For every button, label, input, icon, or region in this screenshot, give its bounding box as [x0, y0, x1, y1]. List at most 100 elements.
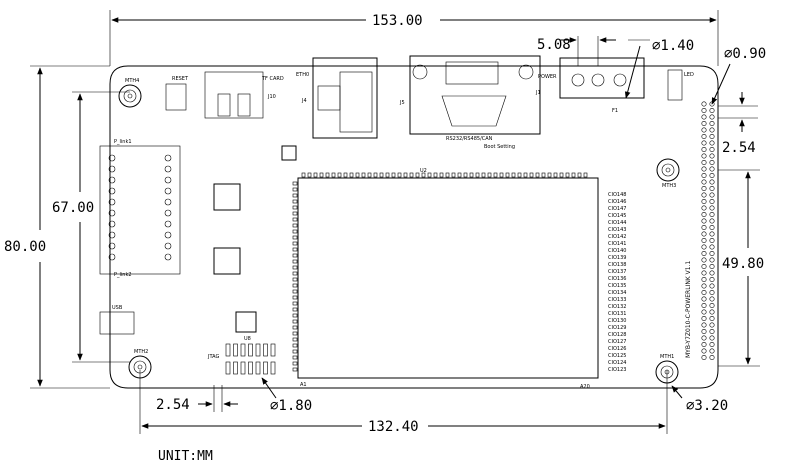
- gpio-label: CIO141: [608, 241, 626, 247]
- header-pin: [701, 179, 707, 185]
- som-pad: [292, 205, 298, 210]
- som-pad: [292, 349, 298, 354]
- dim-hole-140: ∅1.40: [652, 38, 694, 54]
- header-pin: [701, 186, 707, 192]
- som-pad: [292, 223, 298, 228]
- header-pin: [701, 127, 707, 133]
- header-pin: [701, 231, 707, 237]
- header-pin: [701, 302, 707, 308]
- som-pad: [292, 271, 298, 276]
- reset-button: RESET: [165, 76, 189, 111]
- som-pad: [445, 172, 450, 178]
- gpio-label: CIO139: [608, 255, 626, 261]
- gpio-label: CIO148: [608, 192, 626, 198]
- gpio-label: CIO126: [608, 346, 626, 352]
- gpio-label: CIO138: [608, 262, 626, 268]
- svg-text:A20: A20: [580, 384, 590, 390]
- som-pad: [292, 319, 298, 324]
- gpio-label: CIO128: [608, 332, 626, 338]
- som-pad: [292, 355, 298, 360]
- header-pin: [709, 341, 715, 347]
- dim-hole-320: ∅3.20: [686, 398, 728, 414]
- som-pad: [292, 307, 298, 312]
- p-link-pin: [108, 187, 116, 195]
- som-pad: [292, 283, 298, 288]
- header-pin: [701, 283, 707, 289]
- header-pin: [709, 231, 715, 237]
- dim-height-inner: 67.00: [52, 200, 94, 216]
- jtag-header: JTAG: [207, 354, 219, 360]
- dim-hole-180: ∅1.80: [270, 398, 312, 414]
- som-pad: [292, 259, 298, 264]
- gpio-label: CIO144: [608, 220, 626, 226]
- gpio-label: CIO135: [608, 283, 626, 289]
- svg-text:MTH1: MTH1: [660, 354, 674, 360]
- gpio-label: CIO145: [608, 213, 626, 219]
- jtag-pin: [263, 343, 268, 357]
- som-pad: [379, 172, 384, 178]
- p-link-pin: [164, 242, 172, 250]
- header-pin: [709, 354, 715, 360]
- p-link-pin: [108, 154, 116, 162]
- svg-text:J5: J5: [399, 100, 405, 106]
- p-link-pin: [108, 209, 116, 217]
- som-pad: [355, 172, 360, 178]
- svg-text:J1: J1: [535, 90, 541, 96]
- som-pad: [292, 343, 298, 348]
- header-pin: [709, 108, 715, 114]
- header-pin: [709, 127, 715, 133]
- som-pad: [367, 172, 372, 178]
- chip-phy-1: [213, 183, 241, 211]
- p-link-pin: [108, 165, 116, 173]
- header-pin: [709, 166, 715, 172]
- jtag-pin: [248, 343, 253, 357]
- som-pad: [313, 172, 318, 178]
- svg-text:TF CARD: TF CARD: [261, 76, 284, 82]
- header-pin: [701, 192, 707, 198]
- gpio-label: CIO137: [608, 269, 626, 275]
- som-pad: [292, 241, 298, 246]
- board-outline: [109, 65, 719, 389]
- header-pin: [701, 114, 707, 120]
- svg-text:POWER: POWER: [538, 74, 557, 80]
- som-pad: [307, 172, 312, 178]
- som-pad: [457, 172, 462, 178]
- som-pad: [469, 172, 474, 178]
- som-pad: [415, 172, 420, 178]
- mounting-hole-mth3: MTH3: [656, 158, 680, 189]
- header-pin: [709, 186, 715, 192]
- header-pin: [709, 244, 715, 250]
- som-pad: [565, 172, 570, 178]
- header-pin: [701, 238, 707, 244]
- header-pin: [709, 257, 715, 263]
- header-pin: [709, 205, 715, 211]
- som-pad: [499, 172, 504, 178]
- jtag-pin: [240, 343, 246, 357]
- header-pin: [701, 108, 707, 114]
- header-pin: [709, 179, 715, 185]
- header-pin: [709, 289, 715, 295]
- som-pad: [463, 172, 468, 178]
- header-pin: [701, 218, 707, 224]
- header-pin: [709, 140, 715, 146]
- dim-height-right: 49.80: [722, 256, 764, 272]
- header-pin: [709, 121, 715, 127]
- svg-text:MTH2: MTH2: [134, 349, 148, 355]
- svg-text:USB: USB: [112, 305, 123, 311]
- svg-text:RS232/RS485/CAN: RS232/RS485/CAN: [446, 136, 493, 142]
- header-pin: [709, 238, 715, 244]
- usb-connector: USB: [99, 305, 135, 335]
- header-pin: [701, 173, 707, 179]
- header-pin: [701, 289, 707, 295]
- db9-connector: J5 RS232/RS485/CAN: [399, 55, 541, 142]
- som-pad: [292, 247, 298, 252]
- som-footprint: U2 A1 A20 Boot Setting: [297, 144, 599, 390]
- power-terminal: POWER J1 F1: [535, 57, 645, 114]
- p-link-pin: [108, 231, 116, 239]
- header-pin: [701, 263, 707, 269]
- chip-phy-2: [213, 247, 241, 275]
- header-pin: [709, 322, 715, 328]
- jtag-pin: [248, 361, 253, 375]
- p-link-pin: [164, 154, 172, 162]
